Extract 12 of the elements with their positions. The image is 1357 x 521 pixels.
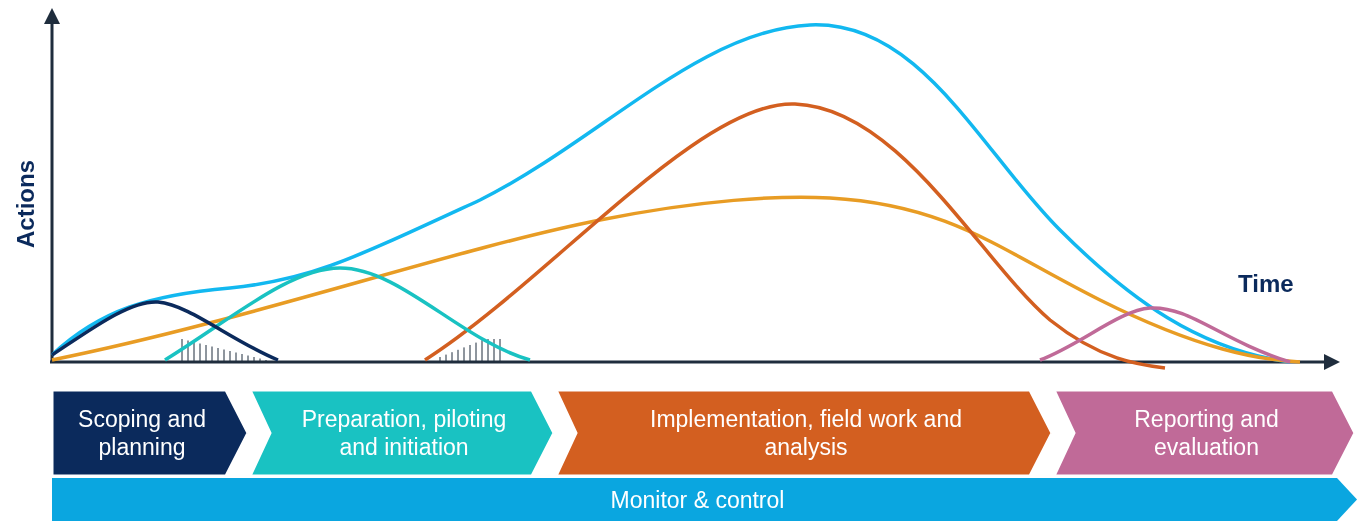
phase-label: Preparation, piloting and initiation: [300, 405, 508, 461]
phase-label: Scoping and planning: [77, 405, 207, 461]
axis-label: Time: [1238, 270, 1294, 298]
phase-step: [1054, 390, 1355, 476]
phase-step: [250, 390, 554, 476]
axis-label: Actions: [12, 160, 40, 248]
phase-label: Reporting and evaluation: [1133, 405, 1280, 461]
process-bar: [52, 478, 1357, 521]
phase-step: [52, 390, 248, 476]
phase-label: Monitor & control: [609, 485, 786, 514]
phase-step: [556, 390, 1052, 476]
phase-label: Implementation, field work and analysis: [649, 405, 963, 461]
